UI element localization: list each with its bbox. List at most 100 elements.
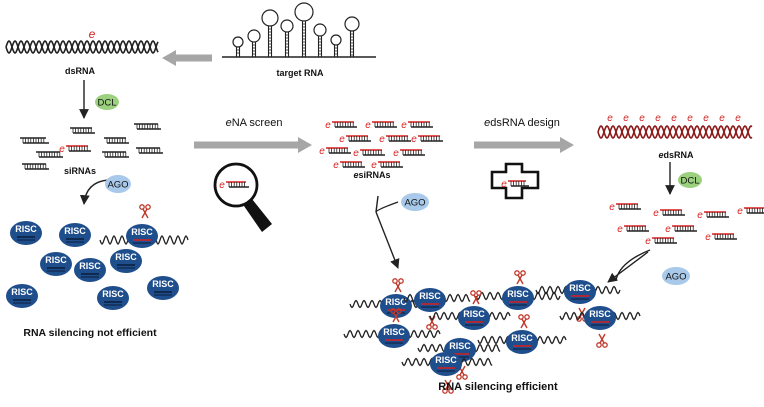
esirna-duplex: e — [393, 148, 425, 159]
esirna-duplex: e — [411, 134, 443, 145]
esirna-duplex-right-e-mark: e — [705, 232, 711, 243]
edsrna-e-mark: e — [703, 113, 709, 124]
silencing-not-efficient-label: RNA silencing not efficient — [23, 327, 157, 339]
scissors-icon-ring-right — [145, 204, 151, 210]
scissors-icon-blade-b — [444, 379, 451, 390]
scissors-icon-ring-left — [392, 278, 398, 284]
risc-complex: RISC — [110, 249, 142, 273]
scissors-icon-blade-a — [395, 282, 402, 293]
esirnas-label: esiRNAs — [353, 170, 390, 180]
scissors-icon-ring-right — [462, 374, 468, 380]
scissors-icon-ring-right — [476, 290, 482, 296]
scissors-icon-ring-left — [470, 290, 476, 296]
target-rna-loop — [232, 36, 244, 48]
target-rna-loop — [294, 2, 314, 22]
scissors-icon-blade-a — [393, 312, 400, 323]
risc-complex-efficient: RISC — [584, 306, 616, 330]
risc-complex-body — [10, 221, 42, 245]
arrow-ena-screen-shaft — [194, 141, 298, 149]
ago-left-bubble — [105, 175, 131, 193]
dcl-right: DCL — [678, 172, 702, 188]
ago-right-label: AGO — [665, 272, 686, 283]
risc-complex: RISC — [74, 258, 106, 282]
scissors-icon — [390, 308, 402, 323]
risc-complex-body — [6, 284, 38, 308]
scissors-icon-blade-b — [394, 282, 401, 293]
esirna-duplex-e-mark: e — [393, 148, 399, 159]
arrow-ena-screen — [194, 137, 312, 153]
esirna-duplex-right-e-mark: e — [609, 202, 615, 213]
scissors-icon-blade-b — [392, 312, 399, 323]
esirna-duplex: e — [379, 134, 411, 145]
target-rna-label: target RNA — [276, 68, 324, 78]
edsrna-e-mark: e — [719, 113, 725, 124]
magnifier-handle — [244, 199, 272, 232]
edsrna-e-mark: e — [671, 113, 677, 124]
risc-complex-efficient-label: RISC — [385, 297, 407, 307]
risc-complex-efficient: RISC — [430, 352, 462, 376]
esirna-duplex-right: e — [737, 206, 764, 217]
risc-complex-efficient-body — [380, 294, 412, 318]
target-rna-loop — [330, 34, 342, 46]
scissors-icon — [392, 278, 404, 293]
magnifier-sirna-e-mark: e — [219, 180, 225, 191]
scissors-icon-ring-right — [448, 388, 454, 394]
ago-right-bubble — [662, 267, 690, 285]
arrow-ago-right-to-risc — [607, 251, 649, 283]
esirna-duplex-e-mark: e — [325, 120, 331, 131]
scissors-icon — [470, 290, 482, 305]
dsrna-label: dsRNA — [65, 66, 96, 76]
esirna-duplex-e-mark: e — [365, 120, 371, 131]
esirna-duplex: e — [353, 148, 385, 159]
risc-complex-efficient-label: RISC — [449, 341, 471, 351]
esirna-duplex-right: e — [609, 202, 641, 213]
scissors-icon-ring-right — [524, 314, 530, 320]
edsrna-helix-strand-b — [597, 124, 753, 140]
scissors-icon-blade-a — [521, 318, 528, 329]
esirna-duplex-right: e — [697, 210, 729, 221]
scissors-icon-blade-a — [429, 315, 436, 326]
edsrna-design-label-rest: dsRNA design — [490, 117, 560, 129]
risc-complex-label: RISC — [115, 252, 137, 262]
risc-complex-efficient-body — [378, 324, 410, 348]
risc-complex: RISC — [10, 221, 42, 245]
edsrna-e-mark: e — [735, 113, 741, 124]
edsrna-label: edsRNA — [658, 150, 694, 160]
cross-frame-sirna-e-mark: e — [501, 179, 507, 190]
scissors-icon-ring-left — [518, 314, 524, 320]
scissors-icon-ring-left — [596, 342, 602, 348]
dcl-left-label: DCL — [97, 98, 116, 109]
risc-complex-body — [74, 258, 106, 282]
target-rna-loop — [313, 23, 327, 37]
ena-screen-label: eNA screen — [226, 117, 283, 129]
ena-screen-label-prefix: e — [226, 117, 232, 129]
risc-complex-efficient: RISC — [414, 288, 446, 312]
esirna-duplex-right: e — [665, 224, 697, 235]
risc-complex-efficient-body — [414, 288, 446, 312]
scissors-icon-blade-a — [459, 365, 466, 376]
risc-complex-efficient-label: RISC — [435, 355, 457, 365]
ena-screen-label-rest: NA screen — [232, 117, 283, 129]
risc-complex: RISC — [40, 252, 72, 276]
ago-mid-connector — [375, 201, 399, 213]
dcl-left: DCL — [95, 94, 119, 110]
scissors-icon — [514, 270, 526, 285]
risc-complex-efficient-body — [506, 330, 538, 354]
sirna-duplex-e-mark: e — [59, 144, 65, 155]
scissors-icon-ring-left — [390, 308, 396, 314]
scissors-icon-blade-b — [598, 333, 605, 344]
arrow-edsrna-design — [474, 137, 574, 153]
ago-middle-bubble — [401, 193, 429, 211]
risc-complex-efficient: RISC — [458, 306, 490, 330]
scissors-icon-blade-b — [520, 318, 527, 329]
dcl-left-bubble — [95, 94, 119, 110]
edsrna-e-mark: e — [687, 113, 693, 124]
scissors-icon-blade-b — [472, 294, 479, 305]
esirna-duplex-right: e — [653, 208, 685, 219]
scissors-icon-blade-b — [428, 315, 435, 326]
arrow-target-to-dsrna — [162, 50, 212, 66]
dsrna-helix-strand-b — [5, 39, 159, 55]
dcl-right-label: DCL — [680, 176, 699, 187]
edsrna-e-mark: e — [623, 113, 629, 124]
risc-complex-efficient-body — [584, 306, 616, 330]
